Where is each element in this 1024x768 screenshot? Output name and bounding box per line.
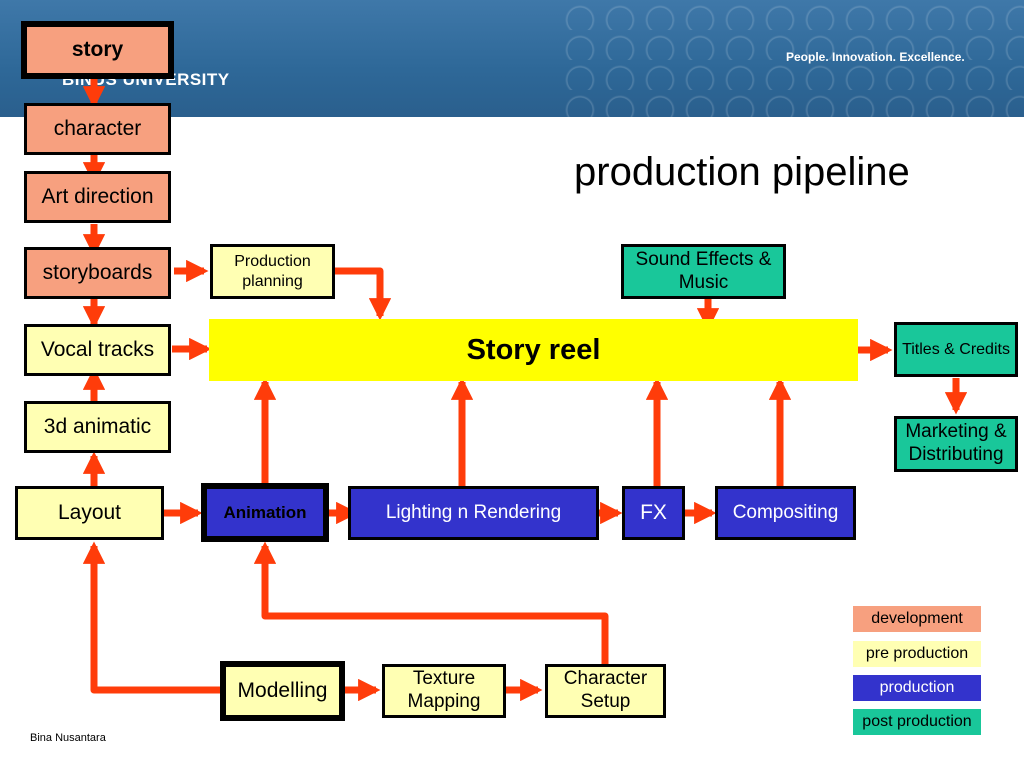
node-story: story <box>21 21 174 79</box>
node-texture-mapping: Texture Mapping <box>382 664 506 718</box>
node-fx: FX <box>622 486 685 540</box>
node-compositing: Compositing <box>715 486 856 540</box>
node-titles-credits: Titles & Credits <box>894 322 1018 377</box>
node-marketing: Marketing & Distributing <box>894 416 1018 472</box>
node-vocal-tracks: Vocal tracks <box>24 324 171 376</box>
legend-pre-production: pre production <box>853 641 981 667</box>
node-production-planning: Production planning <box>210 244 335 299</box>
animation-label: Animation <box>207 489 323 536</box>
legend-post-production: post production <box>853 709 981 735</box>
arrow-planning-storyreel <box>334 267 392 321</box>
node-3d-animatic: 3d animatic <box>24 401 171 453</box>
tagline: People. Innovation. Excellence. <box>786 50 965 64</box>
node-lighting-rendering: Lighting n Rendering <box>348 486 599 540</box>
banner-pattern <box>560 0 1024 117</box>
node-story-reel: Story reel <box>209 319 858 381</box>
slide-title: production pipeline <box>574 150 910 194</box>
node-layout: Layout <box>15 486 164 540</box>
node-modelling: Modelling <box>220 661 345 721</box>
node-character-setup: Character Setup <box>545 664 666 718</box>
node-sound-effects: Sound Effects & Music <box>621 244 786 299</box>
node-art-direction: Art direction <box>24 171 171 223</box>
header-banner <box>0 0 1024 117</box>
legend-development: development <box>853 606 981 632</box>
arrow-charsetup-animation <box>253 541 609 664</box>
arrow-modelling-layout <box>82 541 222 694</box>
footer-text: Bina Nusantara <box>30 732 106 744</box>
node-animation: Animation <box>201 483 329 542</box>
legend-production: production <box>853 675 981 701</box>
node-storyboards: storyboards <box>24 247 171 299</box>
node-character: character <box>24 103 171 155</box>
